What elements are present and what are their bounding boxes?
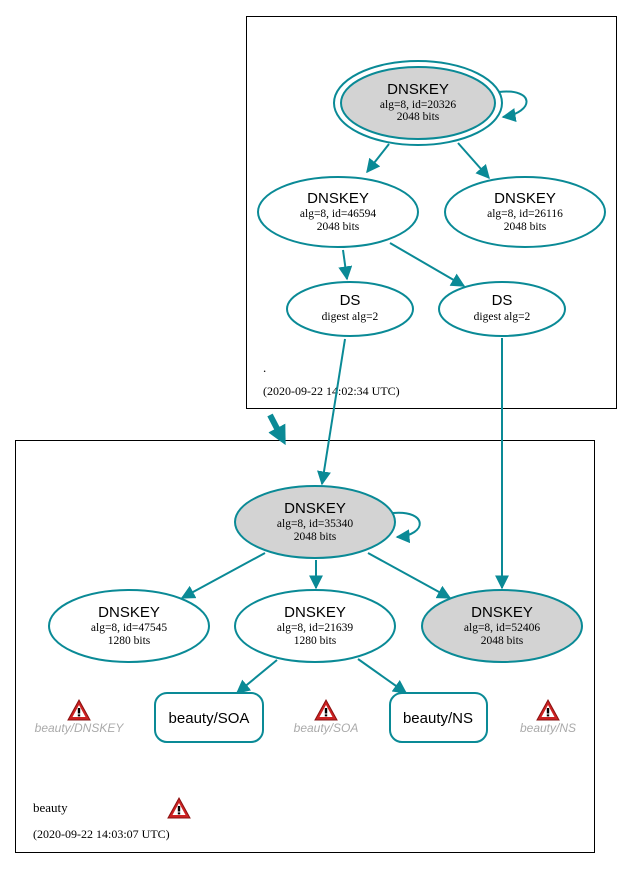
warning-triangle-icon — [67, 699, 91, 721]
beauty-zsk-47545-node[interactable]: DNSKEY alg=8, id=47545 1280 bits — [48, 589, 210, 663]
warning-triangle-icon — [167, 797, 191, 819]
beauty-ksk-52406-title: DNSKEY — [471, 604, 533, 621]
warning-beauty-soa-label: beauty/SOA — [294, 721, 359, 735]
warning-beauty-ns[interactable]: beauty/NS — [520, 699, 576, 735]
root-zsk-26116-title: DNSKEY — [494, 190, 556, 207]
edge-zsk2-to-soa — [235, 659, 278, 694]
root-ksk-bits: 2048 bits — [397, 111, 440, 123]
edge-zsk1-to-ds1 — [338, 249, 353, 281]
warning-beauty-zone[interactable] — [167, 797, 191, 819]
warning-beauty-ns-label: beauty/NS — [520, 721, 576, 735]
beauty-ksk-35340-title: DNSKEY — [284, 500, 346, 517]
root-zsk-26116-node[interactable]: DNSKEY alg=8, id=26116 2048 bits — [444, 176, 606, 248]
beauty-ksk-35340-node[interactable]: DNSKEY alg=8, id=35340 2048 bits — [234, 485, 396, 559]
ds-1-title: DS — [340, 292, 361, 309]
root-ksk-alg: alg=8, id=20326 — [380, 99, 456, 111]
ds-node-1[interactable]: DS digest alg=2 — [286, 281, 414, 337]
beauty-zsk-47545-title: DNSKEY — [98, 604, 160, 621]
root-zsk-26116-bits: 2048 bits — [504, 221, 547, 233]
beauty-zone-label: beauty — [33, 800, 68, 815]
edge-beauty-ksk-to-zsk1 — [180, 552, 266, 599]
edges — [180, 90, 528, 694]
beauty-ksk-52406-alg: alg=8, id=52406 — [464, 622, 540, 634]
beauty-zsk-21639-alg: alg=8, id=21639 — [277, 622, 353, 634]
root-zsk-46594-title: DNSKEY — [307, 190, 369, 207]
ds-2-digest: digest alg=2 — [474, 311, 531, 323]
beauty-zsk-21639-title: DNSKEY — [284, 604, 346, 621]
ds-2-title: DS — [492, 292, 513, 309]
root-ksk-title: DNSKEY — [387, 81, 449, 98]
warning-beauty-dnskey-label: beauty/DNSKEY — [35, 721, 125, 735]
ds-1-digest: digest alg=2 — [322, 311, 379, 323]
edge-zsk1-to-ds2 — [389, 242, 466, 287]
root-ksk-node[interactable]: DNSKEY alg=8, id=20326 2048 bits — [333, 60, 503, 146]
root-zone-label: . — [263, 360, 266, 375]
beauty-ns-rrset[interactable]: beauty/NS — [389, 692, 488, 743]
beauty-ksk-52406-node[interactable]: DNSKEY alg=8, id=52406 2048 bits — [421, 589, 583, 663]
edge-beauty-ksk-self-loop — [392, 511, 421, 544]
warning-beauty-dnskey[interactable]: beauty/DNSKEY — [35, 699, 125, 735]
edge-ds1-to-beauty-ksk — [317, 338, 346, 486]
edge-zsk2-to-ns — [357, 658, 408, 694]
beauty-soa-rrset[interactable]: beauty/SOA — [154, 692, 264, 743]
beauty-ns-label: beauty/NS — [403, 710, 473, 727]
beauty-ksk-35340-bits: 2048 bits — [294, 531, 337, 543]
delegation-arrow — [267, 413, 286, 446]
root-zsk-26116-alg: alg=8, id=26116 — [487, 208, 563, 220]
root-zsk-46594-bits: 2048 bits — [317, 221, 360, 233]
beauty-zsk-47545-alg: alg=8, id=47545 — [91, 622, 167, 634]
beauty-ksk-52406-bits: 2048 bits — [481, 635, 524, 647]
warning-triangle-icon — [314, 699, 338, 721]
warning-triangle-icon — [536, 699, 560, 721]
beauty-zone-box — [15, 440, 595, 853]
edge-ksk-to-zsk1 — [366, 143, 390, 174]
beauty-soa-label: beauty/SOA — [169, 710, 250, 727]
edge-beauty-ksk-to-ksk2 — [367, 552, 452, 599]
edge-ksk-self-loop — [498, 90, 528, 122]
edge-ksk-to-zsk2 — [457, 142, 490, 180]
beauty-zsk-47545-bits: 1280 bits — [108, 635, 151, 647]
root-zsk-46594-node[interactable]: DNSKEY alg=8, id=46594 2048 bits — [257, 176, 419, 248]
warning-beauty-soa[interactable]: beauty/SOA — [294, 699, 359, 735]
beauty-zone-timestamp: (2020-09-22 14:03:07 UTC) — [33, 827, 170, 841]
root-zsk-46594-alg: alg=8, id=46594 — [300, 208, 376, 220]
beauty-ksk-35340-alg: alg=8, id=35340 — [277, 518, 353, 530]
beauty-zsk-21639-bits: 1280 bits — [294, 635, 337, 647]
root-zone-box — [246, 16, 617, 409]
beauty-zsk-21639-node[interactable]: DNSKEY alg=8, id=21639 1280 bits — [234, 589, 396, 663]
ds-node-2[interactable]: DS digest alg=2 — [438, 281, 566, 337]
root-zone-timestamp: (2020-09-22 14:02:34 UTC) — [263, 384, 400, 398]
